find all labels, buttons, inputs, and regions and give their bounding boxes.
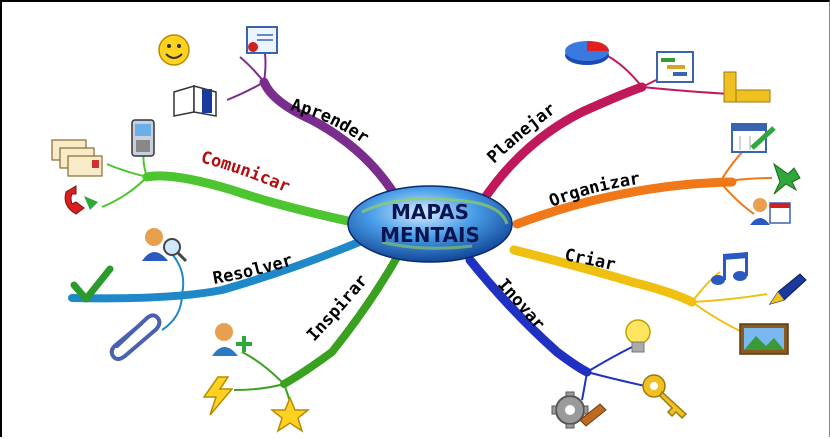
book-icon <box>173 84 217 117</box>
star-icon <box>269 396 311 433</box>
certificate-icon <box>246 26 278 54</box>
checkmark-icon <box>70 265 114 303</box>
branch-inspirar <box>233 248 404 411</box>
pushpin-icon <box>773 162 801 195</box>
branch-resolver <box>68 236 368 331</box>
key-icon <box>642 374 688 420</box>
gantt-chart-icon <box>656 51 694 83</box>
calendar-pencil-icon <box>731 123 776 153</box>
lightbulb-icon <box>625 319 651 353</box>
center-title-line2: MENTAIS <box>380 223 480 247</box>
magnifier-user-icon <box>142 228 188 263</box>
branch-aprender <box>226 46 407 212</box>
branch-organizar <box>512 146 773 229</box>
telephone-icon <box>64 185 98 215</box>
user-calendar-icon <box>750 198 791 225</box>
branch-criar <box>509 245 768 333</box>
branch-comunicar <box>101 149 367 229</box>
fountain-pen-icon <box>768 273 807 305</box>
ruler-icon <box>723 71 771 103</box>
pie-chart-icon <box>565 41 609 65</box>
gear-wrench-icon <box>551 391 607 429</box>
label-organizar: Organizar <box>546 169 641 212</box>
music-note-icon <box>711 252 748 285</box>
envelopes-icon <box>51 139 103 177</box>
smiley-icon <box>158 34 190 66</box>
lightning-icon <box>202 376 234 416</box>
label-inovar: Inovar <box>493 275 548 335</box>
central-node: MAPAS MENTAIS <box>347 185 513 263</box>
branch-inovar <box>465 255 651 401</box>
paperclip-icon <box>109 313 162 361</box>
add-user-icon <box>212 323 252 356</box>
center-title-line1: MAPAS <box>391 200 469 224</box>
mobile-phone-icon <box>131 119 155 157</box>
label-aprender: Aprender <box>289 95 373 148</box>
landscape-picture-icon <box>739 323 789 355</box>
